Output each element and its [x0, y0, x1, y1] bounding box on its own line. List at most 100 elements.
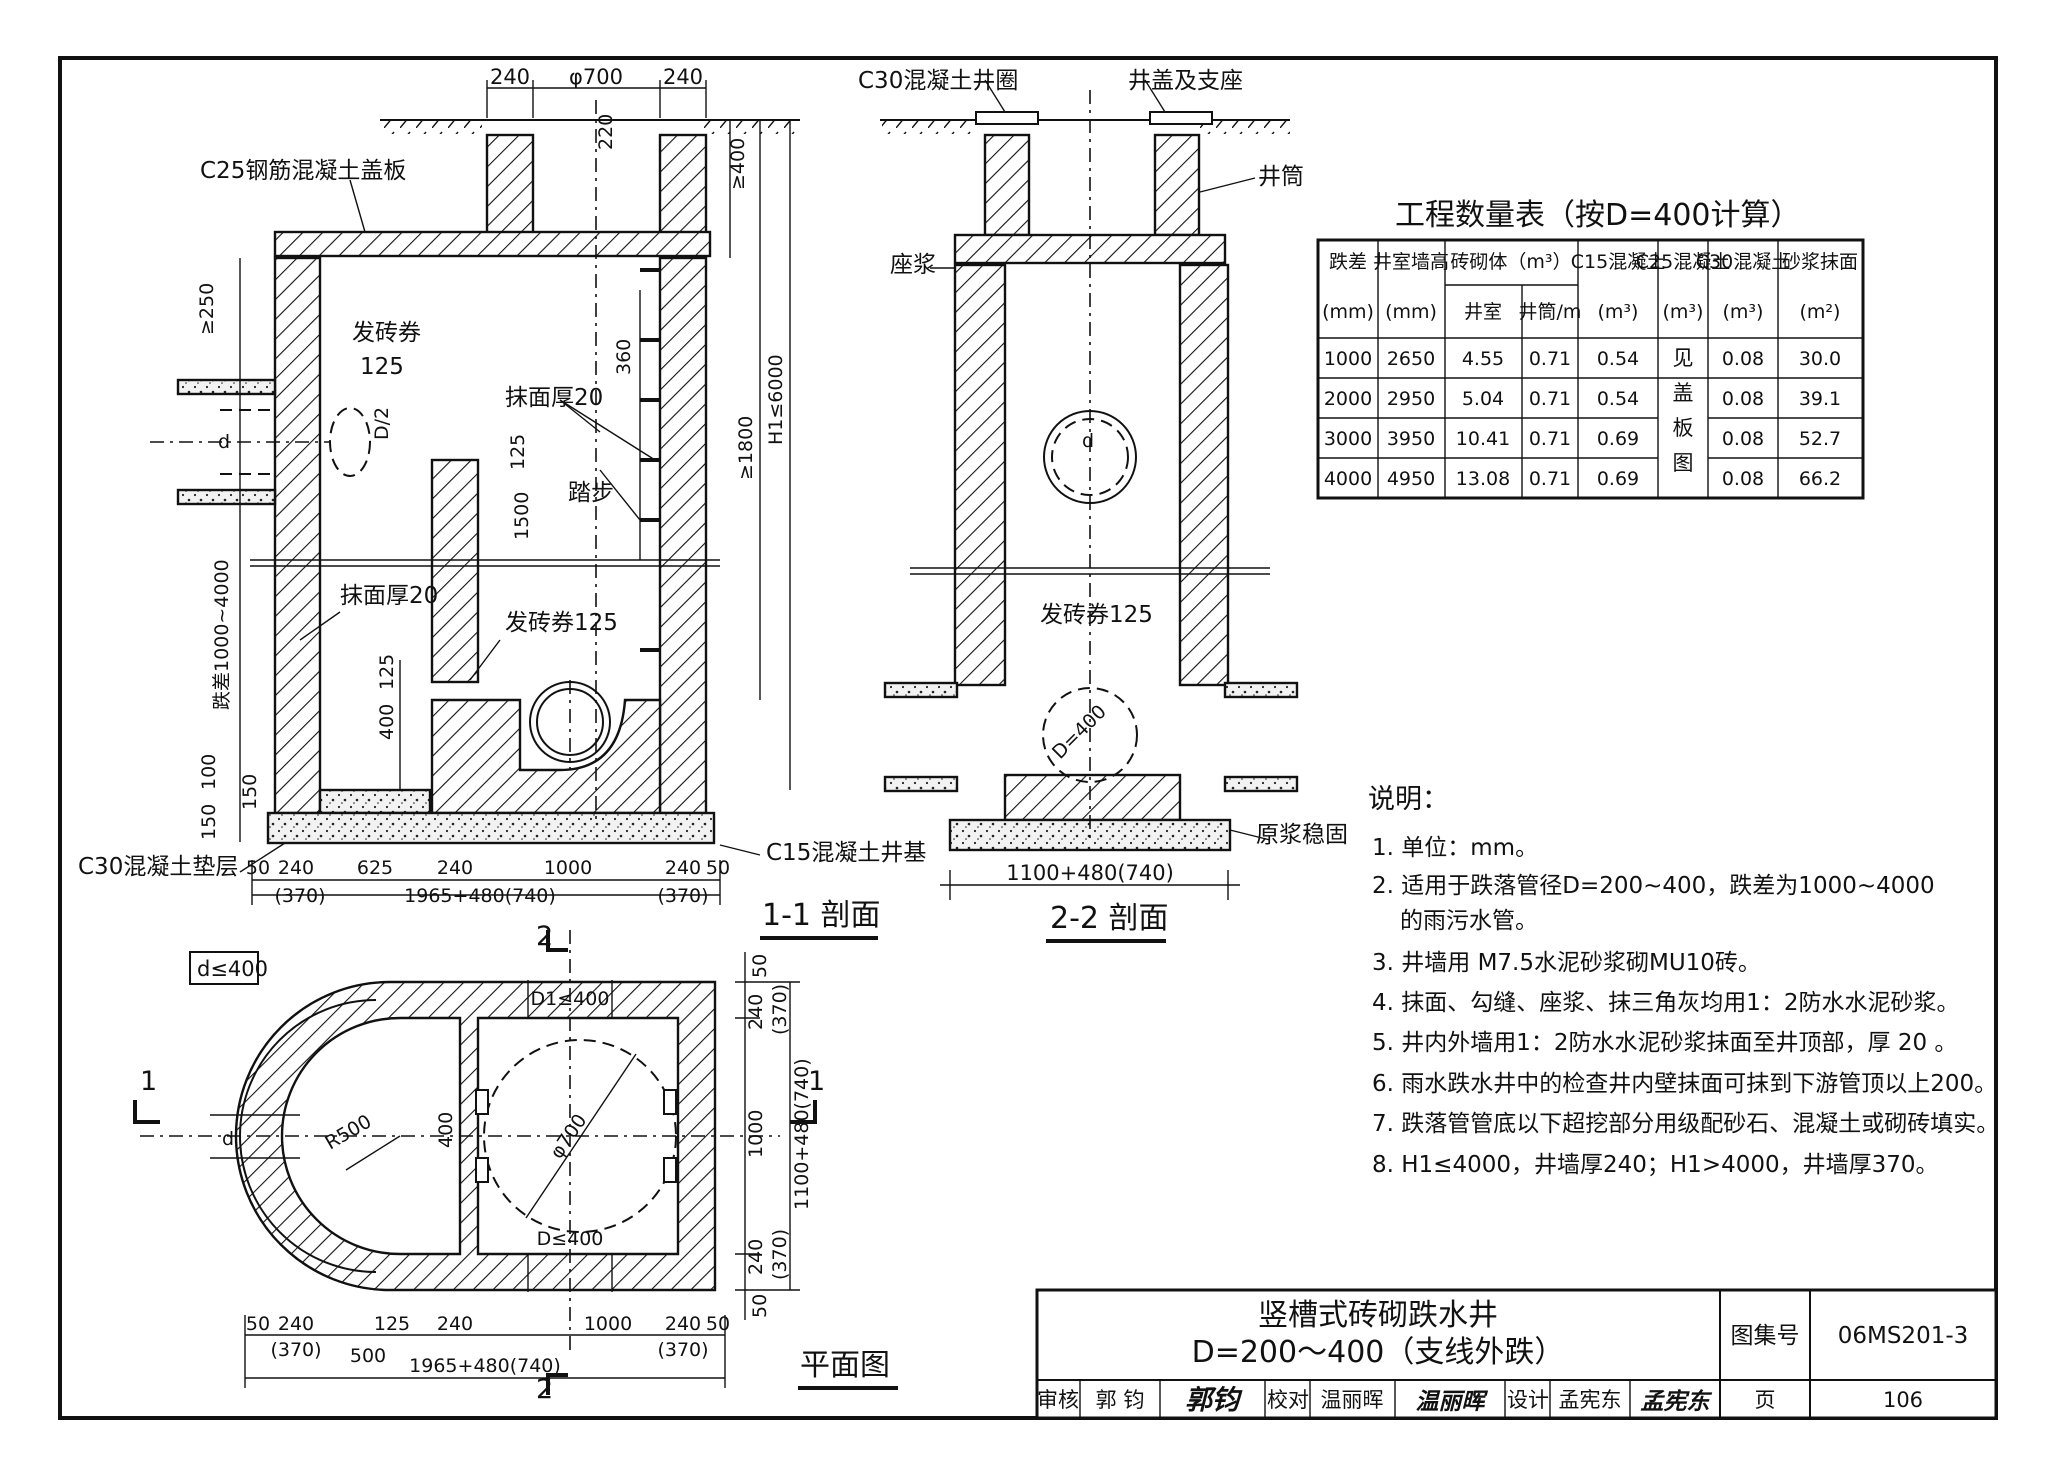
plan-label-R500: R500	[322, 1111, 376, 1155]
label-mortar-bed: 座浆	[890, 252, 936, 278]
cell: 0.71	[1529, 428, 1571, 450]
top-dim-240-left: 240	[490, 65, 530, 89]
plan-rdim-240b: 240	[745, 1239, 767, 1275]
plan-bsub-370r: (370)	[657, 1339, 708, 1361]
right-dim-1500: 1500	[511, 492, 533, 540]
label-inlet-d: d	[218, 431, 230, 453]
plan-rdim-total: 1100+480(740)	[791, 1058, 813, 1210]
section-2-2-title: 2-2 剖面	[1050, 901, 1169, 936]
label-step: 踏步	[568, 480, 614, 506]
label-c15-base: C15混凝土井基	[766, 840, 926, 866]
cell: 0.08	[1722, 468, 1764, 490]
label-c25-slab: C25钢筋混凝土盖板	[200, 158, 406, 184]
bottom-dim-625: 625	[357, 857, 393, 879]
notes-heading: 说明：	[1368, 784, 1449, 815]
cell: 0.71	[1529, 388, 1571, 410]
left-dim-150a: 150	[198, 804, 220, 840]
th-c30: C30混凝土	[1696, 251, 1790, 273]
cell: 52.7	[1799, 428, 1841, 450]
cell: 13.08	[1456, 468, 1510, 490]
table-row: 3000 3950 10.41 0.71 0.69 0.08 52.7	[1324, 428, 1841, 450]
label-arch-1: 发砖券	[352, 320, 421, 346]
cut-1-right: 1	[808, 1066, 825, 1097]
label-c30-ring: C30混凝土井圈	[858, 68, 1018, 94]
plan-rdim-1000: 1000	[745, 1110, 767, 1158]
th-c25: C25混凝土	[1636, 251, 1730, 273]
note-4: 4. 抹面、勾缝、座浆、抹三角灰均用1：2防水水泥砂浆。	[1372, 990, 1960, 1016]
th2-mm-2: (mm)	[1385, 301, 1437, 323]
th2-mm-1: (mm)	[1322, 301, 1374, 323]
th-wall-height: 井室墙高	[1373, 251, 1449, 273]
bottom-dim-50r: 50	[706, 857, 730, 879]
label-arch-1-val: 125	[360, 354, 404, 380]
cell: 4950	[1387, 468, 1435, 490]
cell: 4000	[1324, 468, 1372, 490]
top-dim-240-right: 240	[663, 65, 703, 89]
cell: 0.08	[1722, 428, 1764, 450]
plan-bdim-240b: 240	[437, 1313, 473, 1335]
note-3: 3. 井墙用 M7.5水泥砂浆砌MU10砖。	[1372, 950, 1761, 976]
th-plaster: 砂浆抹面	[1782, 251, 1858, 273]
review-label: 审核	[1037, 1388, 1079, 1412]
review-name: 郭 钧	[1096, 1388, 1145, 1412]
cell: 1000	[1324, 348, 1372, 370]
cell: 0.08	[1722, 388, 1764, 410]
check-signature: 温丽晖	[1416, 1389, 1489, 1415]
th2-m3-c15: (m³)	[1598, 301, 1639, 323]
label-plaster-2: 抹面厚20	[340, 583, 438, 609]
th-drop: 跌差	[1329, 251, 1367, 273]
cut-1-left: 1	[140, 1066, 157, 1097]
page-label: 页	[1755, 1388, 1776, 1412]
section-1-1-title: 1-1 剖面	[762, 898, 881, 933]
plan-bsub-370l: (370)	[270, 1339, 321, 1361]
right-dim-ge1800: ≥1800	[735, 416, 757, 480]
cell: 0.54	[1597, 348, 1639, 370]
cell: 5.04	[1462, 388, 1504, 410]
cut-2-top: 2	[536, 921, 553, 952]
cell: 0.71	[1529, 468, 1571, 490]
left-dim-drop: 跌差1000~4000	[211, 559, 233, 710]
note-6: 6. 雨水跌水井中的检查井内壁抹面可抹到下游管顶以上200。	[1372, 1071, 1997, 1097]
bottom-sub-total: 1965+480(740)	[404, 885, 556, 907]
cell: 0.71	[1529, 348, 1571, 370]
sheet-frame	[58, 56, 1998, 1420]
page-number: 106	[1883, 1388, 1923, 1412]
plan-rdim-50b: 50	[749, 1294, 771, 1318]
th2-shaft: 井筒/m	[1519, 301, 1582, 323]
th2-chamber: 井室	[1464, 301, 1502, 323]
table-row: 1000 2650 4.55 0.71 0.54 0.08 30.0	[1324, 348, 1841, 370]
plan-bdim-1000: 1000	[584, 1313, 632, 1335]
note-2: 2. 适用于跌落管径D=200~400，跌差为1000~4000	[1372, 873, 1935, 899]
merged-note-1: 见	[1673, 346, 1694, 370]
label-shaft: 井筒	[1258, 164, 1304, 190]
cut-2-bottom: 2	[536, 1374, 553, 1405]
plan-bsub-500: 500	[350, 1345, 386, 1367]
plan-bdim-50r: 50	[706, 1313, 730, 1335]
plan-bsub-total: 1965+480(740)	[409, 1355, 561, 1377]
check-name: 温丽晖	[1321, 1388, 1384, 1412]
label-c30-pad: C30混凝土垫层	[78, 854, 238, 880]
label-D-400: D=400	[1048, 701, 1111, 764]
label-plaster-1: 抹面厚20	[505, 385, 603, 411]
plan-label-d: d	[222, 1128, 234, 1150]
th2-m3-c25: (m³)	[1663, 301, 1704, 323]
cell: 4.55	[1462, 348, 1504, 370]
section-2-2: C30混凝土井圈 井盖及支座 井筒 座浆 d 发砖券125 D=400 原浆稳固…	[858, 68, 1348, 943]
right-dim-220: 220	[595, 114, 617, 150]
check-label: 校对	[1267, 1388, 1309, 1412]
cell: 3950	[1387, 428, 1435, 450]
design-name: 孟宪东	[1559, 1388, 1622, 1412]
th2-m3-c30: (m³)	[1723, 301, 1764, 323]
plan-bdim-50l: 50	[246, 1313, 270, 1335]
drawing-title-1: 竖槽式砖砌跌水井	[1258, 1298, 1498, 1333]
notes: 说明： 1. 单位：mm。 2. 适用于跌落管径D=200~400，跌差为100…	[1368, 784, 1999, 1178]
th2-m2: (m²)	[1800, 301, 1841, 323]
th-masonry: 砖砌体（m³）	[1450, 251, 1571, 273]
left-dim-100: 100	[198, 754, 220, 790]
table-title: 工程数量表（按D=400计算）	[1395, 198, 1801, 233]
plan-title: 平面图	[800, 1348, 890, 1383]
plan-bdim-125: 125	[374, 1313, 410, 1335]
cell: 2000	[1324, 388, 1372, 410]
plan-rdim-240a: 240	[745, 994, 767, 1030]
note-8: 8. H1≤4000，井墙厚240；H1>4000，井墙厚370。	[1372, 1152, 1939, 1178]
